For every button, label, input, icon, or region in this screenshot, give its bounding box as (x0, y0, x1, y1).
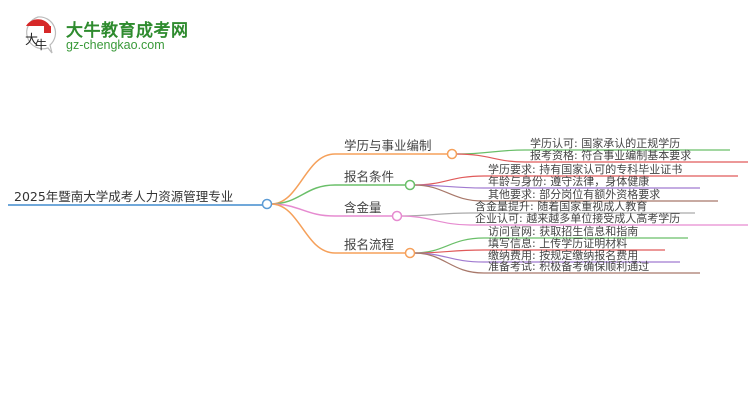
leaf-degree-recognition[interactable]: 学历认可: 国家承认的正规学历 (530, 137, 681, 150)
branch-education-career[interactable]: 学历与事业编制 (344, 138, 432, 153)
logo-url: gz-chengkao.com (66, 38, 165, 52)
leaf-value-increase[interactable]: 含金量提升: 随着国家重视成人教育 (475, 200, 648, 213)
branch-node-toggle (391, 210, 403, 222)
logo-title: 大牛教育成考网 (66, 21, 189, 41)
leaf-fill-information[interactable]: 填写信息: 上传学历证明材料 (488, 237, 628, 250)
branch-value[interactable]: 含金量 (344, 200, 382, 215)
leaf-other-requirements[interactable]: 其他要求: 部分岗位有额外资格要求 (488, 188, 661, 201)
svg-text:牛: 牛 (35, 37, 47, 52)
logo-badge-icon: 大 牛 (25, 16, 57, 54)
leaf-exam-eligibility[interactable]: 报考资格: 符合事业编制基本要求 (530, 149, 692, 162)
branch-requirements[interactable]: 报名条件 (344, 169, 395, 184)
leaf-employer-recognition[interactable]: 企业认可: 越来越多单位接受成人高考学历 (475, 212, 681, 225)
branch-node-toggle (404, 179, 416, 191)
root-node[interactable]: 2025年暨南大学成考人力资源管理专业 (14, 189, 234, 204)
site-logo[interactable]: 大 牛 大牛教育成考网 gz-chengkao.com (18, 12, 218, 58)
root-node-toggle (261, 198, 273, 210)
leaf-education-requirement[interactable]: 学历要求: 持有国家认可的专科毕业证书 (488, 163, 683, 176)
leaf-prepare-exam[interactable]: 准备考试: 积极备考确保顺利通过 (488, 260, 650, 273)
svg-text:大: 大 (25, 33, 38, 48)
branch-process[interactable]: 报名流程 (344, 237, 395, 252)
leaf-pay-fees[interactable]: 缴纳费用: 按规定缴纳报名费用 (488, 249, 639, 262)
branch-node-toggle (404, 247, 416, 259)
leaf-visit-website[interactable]: 访问官网: 获取招生信息和指南 (488, 225, 639, 238)
leaf-age-identity[interactable]: 年龄与身份: 遵守法律，身体健康 (488, 175, 650, 188)
branch-node-toggle (446, 148, 458, 160)
